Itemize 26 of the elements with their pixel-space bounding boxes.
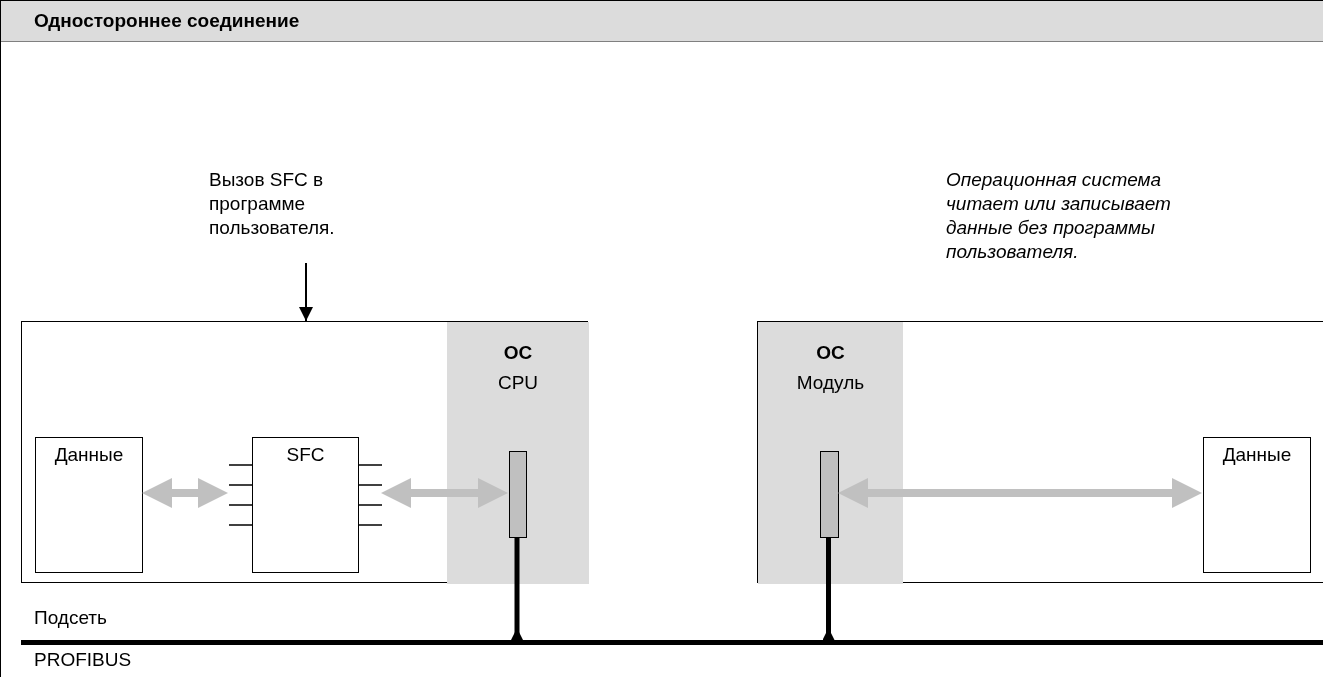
bus-caption: PROFIBUS — [34, 649, 132, 671]
station-box — [757, 321, 1323, 583]
os-panel — [758, 322, 903, 584]
bus-connection — [822, 537, 835, 640]
module-heading: ОС — [816, 341, 845, 365]
module-heading: ОС — [503, 341, 533, 365]
arrow — [838, 478, 1202, 508]
arrow — [299, 262, 313, 322]
node-label: Данные — [53, 444, 125, 466]
bus-caption: Подсеть — [34, 607, 107, 629]
diagram-title: Одностороннее соединение — [34, 10, 300, 32]
station-box — [21, 321, 588, 583]
interface-bar — [509, 451, 527, 538]
note-text: Вызов SFC в программе пользователя. — [209, 168, 409, 240]
node-label: CPU — [497, 371, 539, 395]
arrow — [142, 478, 228, 508]
node-label: Данные — [1221, 444, 1293, 466]
node-label: Модуль — [796, 371, 865, 395]
node-label: SFC — [285, 444, 326, 466]
arrow — [381, 478, 508, 508]
bus-connection — [511, 537, 523, 640]
note-text: Операционная система читает или записывает данные без программы пользователя. — [946, 168, 1172, 264]
data-box — [35, 437, 143, 573]
interface-bar — [820, 451, 839, 538]
os-panel — [447, 322, 589, 584]
data-box — [1203, 437, 1311, 573]
